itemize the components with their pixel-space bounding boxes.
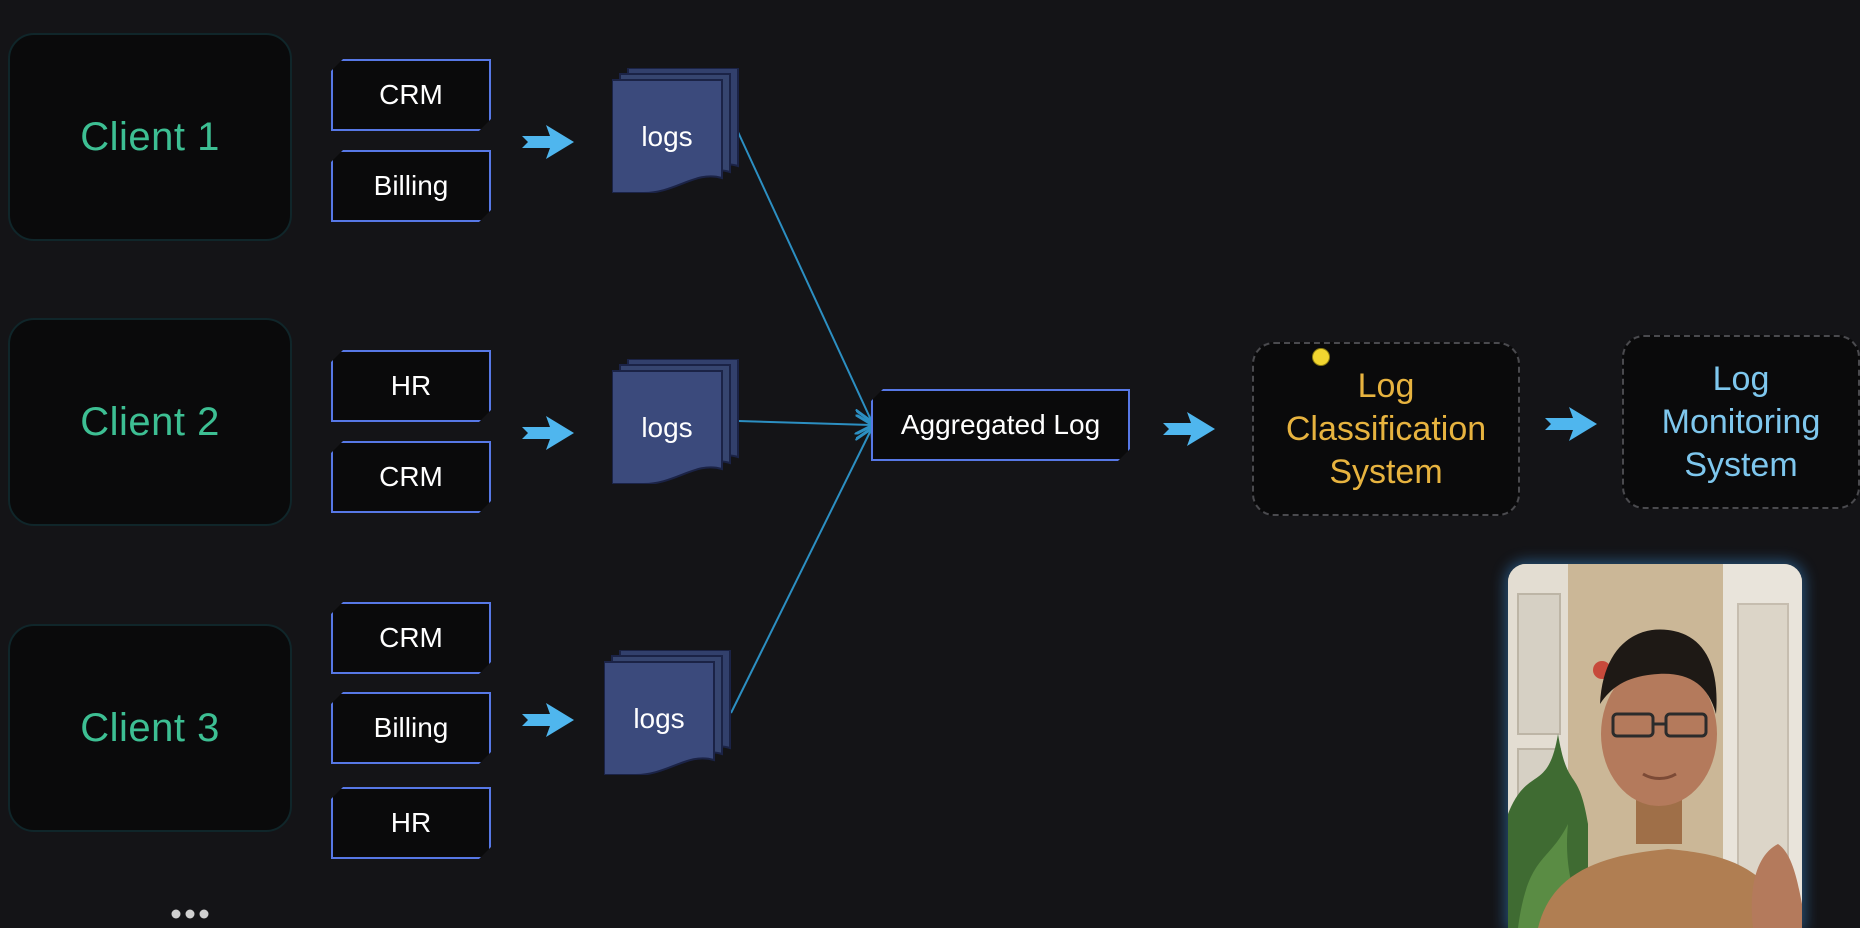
- client-3-box: Client 3: [8, 624, 292, 832]
- log-classification-system-box: Log Classification System: [1252, 342, 1520, 516]
- logs-label-3: logs: [633, 703, 685, 734]
- aggregated-log-box: Aggregated Log: [871, 389, 1130, 461]
- cursor-highlight-icon: [1312, 348, 1330, 366]
- client-2-tag-crm: CRM: [331, 441, 491, 513]
- right-arrow-icon: [1545, 407, 1597, 441]
- right-arrow-icon: [522, 125, 574, 159]
- connector-line-3: [730, 430, 871, 714]
- client-2-box: Client 2: [8, 318, 292, 526]
- classification-line-3: System: [1329, 452, 1443, 491]
- classification-line-1: Log: [1357, 366, 1415, 405]
- client-3-tag-crm: CRM: [331, 602, 491, 674]
- logs-label-2: logs: [641, 412, 693, 443]
- connector-line-1: [737, 131, 871, 420]
- client-3-tag-hr: HR: [331, 787, 491, 859]
- right-arrow-icon: [522, 703, 574, 737]
- connector-line-2: [737, 421, 871, 425]
- monitoring-line-3: System: [1684, 445, 1798, 484]
- right-arrow-icon: [522, 416, 574, 450]
- logs-label-1: logs: [641, 121, 693, 152]
- ellipsis-icon: [171, 909, 209, 919]
- client-3-tag-billing: Billing: [331, 692, 491, 764]
- log-monitoring-system-box: Log Monitoring System: [1622, 335, 1860, 509]
- monitoring-line-1: Log: [1712, 359, 1770, 398]
- right-arrow-icon: [1163, 412, 1215, 446]
- client-1-tag-billing: Billing: [331, 150, 491, 222]
- document-stack-icon: [612, 68, 739, 193]
- monitoring-line-2: Monitoring: [1661, 402, 1821, 441]
- client-2-tag-hr: HR: [331, 350, 491, 422]
- document-stack-icon: [604, 650, 731, 775]
- presenter-illustration: [1508, 564, 1802, 928]
- client-1-tag-crm: CRM: [331, 59, 491, 131]
- presenter-video: [1508, 564, 1802, 928]
- classification-line-2: Classification: [1285, 409, 1487, 448]
- document-stack-icon: [612, 359, 739, 484]
- client-1-box: Client 1: [8, 33, 292, 241]
